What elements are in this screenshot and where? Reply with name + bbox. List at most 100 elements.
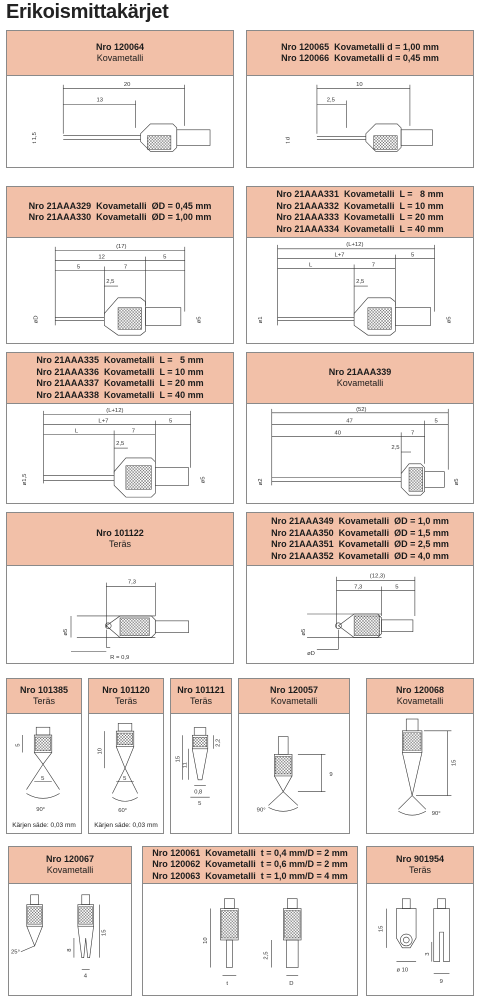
header-line: Nro 120067 [45, 853, 95, 864]
dim-label: 90° [257, 807, 266, 813]
header-line: Nro 21AAA333 Kovametalli L = 20 mm [276, 212, 444, 222]
dim-label: 47 [346, 419, 353, 425]
dim-label: 90° [432, 811, 441, 817]
header-line: Nro 21AAA330 Kovametalli ØD = 1,00 mm [28, 212, 212, 222]
header-line: Teräs [108, 539, 131, 549]
probe-header: Nro 901954 Teräs [367, 847, 473, 884]
probe-header: Nro 21AAA335 Kovametalli L = 5 mm Nro 21… [7, 353, 233, 404]
probe-header: Nro 101385 Teräs [7, 679, 81, 714]
probe-header: Nro 21AAA329 Kovametalli ØD = 0,45 mm Nr… [7, 187, 233, 238]
dim-label: 2,5 [327, 97, 336, 103]
dim-label: t 1,5 [32, 131, 38, 143]
dim-label: 12 [98, 255, 105, 261]
probe-header: Nro 101122 Teräs [7, 513, 233, 566]
dim-label: 5 [41, 776, 44, 782]
header-line: Nro 901954 [395, 853, 445, 864]
dim-label: 5 [395, 585, 399, 591]
header-line: Nro 21AAA331 Kovametalli L = 8 mm [276, 189, 444, 199]
header-line: Nro 120057 [269, 684, 319, 695]
dim-label: ø1 [258, 317, 264, 324]
dim-label: (L+12) [106, 408, 123, 414]
probe-card-101121: Nro 101121 Teräs 15 11 2,2 0,8 5 [170, 678, 232, 834]
probe-card-21aaa339: Nro 21AAA339 Kovametalli (52) 47 5 40 7 … [246, 352, 474, 504]
probe-card-21aaa331: Nro 21AAA331 Kovametalli L = 8 mm Nro 21… [246, 186, 474, 344]
probe-drawing: 10 2,5 t D [143, 883, 357, 995]
probe-drawing: 5 5 90° [7, 713, 81, 833]
dim-label: 7 [372, 262, 375, 268]
dim-label: 11 [182, 762, 188, 768]
probe-header: Nro 101121 Teräs [171, 679, 231, 714]
header-line: Nro 21AAA339 [328, 366, 392, 377]
dim-label: 3 [425, 952, 431, 956]
header-line: Nro 21AAA335 Kovametalli L = 5 mm [36, 355, 204, 365]
header-line: Nro 120062 Kovametalli t = 0,6 mm/D = 2 … [152, 859, 348, 870]
header-line: Teräs [408, 865, 431, 875]
header-line: Nro 21AAA329 Kovametalli ØD = 0,45 mm [28, 200, 212, 211]
probe-header: Nro 21AAA339 Kovametalli [247, 353, 473, 404]
dim-label: 5 [77, 264, 81, 270]
dim-label: 60° [118, 808, 127, 814]
tip-radius-note: Kärjen säde: 0,03 mm [94, 822, 158, 829]
dim-label: 13 [97, 97, 104, 103]
dim-label: 90° [36, 807, 45, 813]
header-line: Teräs [32, 696, 55, 706]
dim-label: 5 [123, 776, 126, 782]
probe-drawing: 15 ø 10 3 9 [367, 883, 473, 995]
probe-header: Nro 120068 Kovametalli [367, 679, 473, 714]
header-line: Nro 101121 [177, 684, 225, 695]
header-line: Kovametalli [396, 696, 444, 706]
dim-label: 2,5 [264, 951, 270, 960]
probe-drawing: 25° 8 15 4 [9, 883, 131, 995]
dim-label: 15 [101, 929, 107, 936]
header-line: Nro 21AAA350 Kovametalli ØD = 1,5 mm [271, 527, 449, 538]
dim-label: 15 [176, 756, 182, 762]
dim-label: D [289, 981, 293, 987]
header-line: Teräs [189, 696, 212, 706]
dim-label: (12,3) [370, 574, 385, 580]
header-line: Nro 21AAA351 Kovametalli ØD = 2,5 mm [271, 539, 449, 549]
header-line: Nro 21AAA332 Kovametalli L = 10 mm [276, 200, 444, 211]
probe-card-21aaa329: Nro 21AAA329 Kovametalli ØD = 0,45 mm Nr… [6, 186, 234, 344]
header-line: Teräs [114, 696, 137, 706]
dim-label: ø5 [196, 316, 202, 324]
probe-card-101122: Nro 101122 Teräs 7,3 ø5 R = 0,9 [6, 512, 234, 664]
probe-drawing: (52) 47 5 40 7 2,5 ø2 ø5 [247, 403, 473, 503]
probe-card-120065: Nro 120065 Kovametalli d = 1,00 mm Nro 1… [246, 30, 474, 168]
dim-label: 15 [379, 925, 385, 932]
probe-drawing: (12,3) 7,3 5 ø5 øD [247, 565, 473, 663]
dim-label: øD [307, 651, 315, 657]
dim-label: ø5 [200, 476, 206, 484]
probe-drawing: (17) 12 5 5 7 2,5 øD ø5 [7, 237, 233, 343]
dim-label: ø5 [446, 316, 452, 324]
header-line: Kovametalli [336, 378, 384, 388]
header-line: Nro 120068 [395, 684, 445, 695]
dim-label: 0,8 [194, 789, 202, 795]
dim-label: 25° [11, 950, 20, 956]
probe-drawing: 15 90° [367, 713, 473, 833]
header-line: Nro 21AAA352 Kovametalli ØD = 4,0 mm [271, 550, 449, 561]
dim-label: L [309, 262, 313, 268]
dim-label: L+7 [98, 419, 108, 425]
dim-label: 2,5 [116, 441, 125, 447]
header-line: Nro 101385 [19, 684, 69, 695]
dim-label: 7 [132, 428, 135, 434]
dim-label: 5 [198, 801, 201, 807]
dim-label: 4 [84, 973, 88, 979]
dim-label: 20 [124, 82, 131, 88]
dim-label: 7 [411, 430, 414, 436]
dim-label: 7,3 [354, 585, 363, 591]
probe-drawing: 7,3 ø5 R = 0,9 [7, 565, 233, 663]
dim-label: 40 [335, 430, 342, 436]
probe-card-901954: Nro 901954 Teräs 15 ø 10 3 9 [366, 846, 474, 996]
dim-label: t d [286, 137, 292, 144]
page-title: Erikoismittakärjet [6, 1, 169, 23]
probe-card-120057: Nro 120057 Kovametalli 9 90° [238, 678, 350, 834]
dim-label: ø1,5 [22, 473, 28, 485]
header-line: Kovametalli [46, 865, 94, 875]
header-line: Nro 120064 [95, 41, 145, 52]
dim-label: 7 [124, 264, 127, 270]
header-line: Kovametalli [96, 53, 144, 63]
dim-label: t [226, 981, 228, 987]
dim-label: 2,2 [215, 739, 221, 747]
header-line: Nro 120061 Kovametalli t = 0,4 mm/D = 2 … [152, 847, 348, 858]
